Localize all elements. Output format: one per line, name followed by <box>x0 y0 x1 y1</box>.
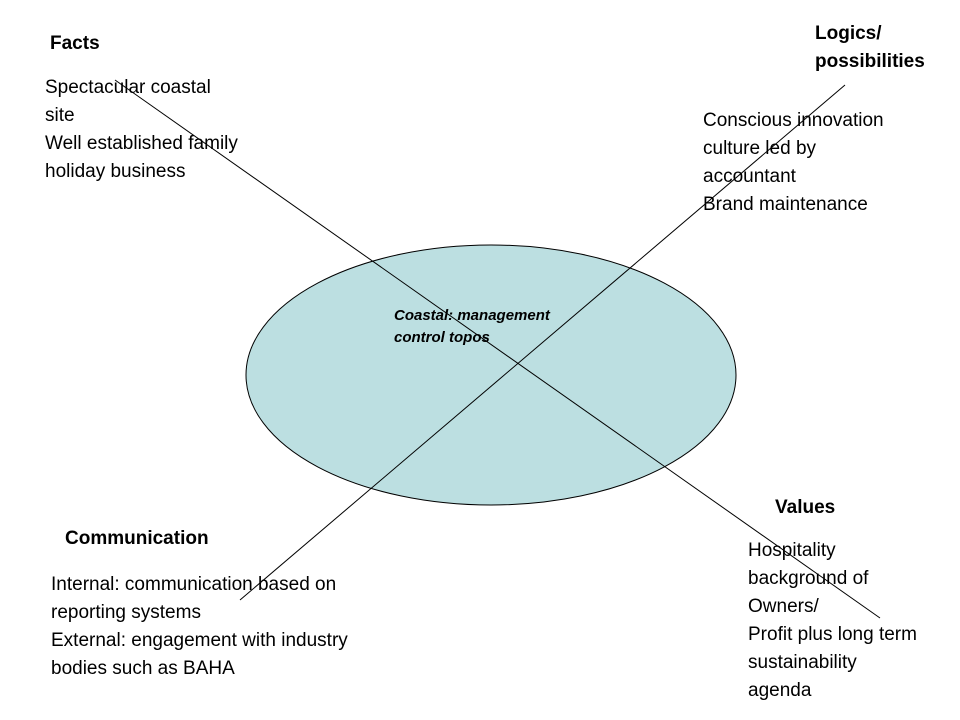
communication-text: Internal: communication based on reporti… <box>51 571 348 683</box>
central-ellipse <box>245 244 737 506</box>
communication-line: External: engagement with industry <box>51 630 348 651</box>
logics-line: Brand maintenance <box>703 194 868 215</box>
diagonal-line-logics-communication <box>239 84 846 601</box>
center-label-line: control topos <box>394 329 490 346</box>
diagonal-line-facts-values <box>114 79 881 619</box>
communication-line: bodies such as BAHA <box>51 658 235 679</box>
logics-heading-line: possibilities <box>815 51 925 72</box>
logics-heading: Logics/ possibilities <box>815 20 925 76</box>
values-line: background of <box>748 568 869 589</box>
facts-line: Spectacular coastal <box>45 77 211 98</box>
facts-text: Spectacular coastal site Well establishe… <box>45 74 238 186</box>
logics-text: Conscious innovation culture led by acco… <box>703 107 884 219</box>
facts-heading: Facts <box>50 33 100 54</box>
values-text: Hospitality background of Owners/ Profit… <box>748 537 917 705</box>
center-label-line: Coastal: management <box>394 307 550 324</box>
logics-line: Conscious innovation <box>703 110 884 131</box>
values-line: sustainability <box>748 652 857 673</box>
center-label: Coastal: management control topos <box>394 305 550 349</box>
communication-heading: Communication <box>65 528 209 549</box>
values-line: Owners/ <box>748 596 819 617</box>
communication-line: Internal: communication based on <box>51 574 337 595</box>
values-line: agenda <box>748 680 812 701</box>
values-line: Hospitality <box>748 540 836 561</box>
values-line: Profit plus long term <box>748 624 917 645</box>
facts-line: Well established family <box>45 133 238 154</box>
logics-heading-line: Logics/ <box>815 23 882 44</box>
values-heading: Values <box>775 497 836 518</box>
facts-line: holiday business <box>45 161 186 182</box>
communication-line: reporting systems <box>51 602 201 623</box>
facts-line: site <box>45 105 75 126</box>
logics-line: culture led by <box>703 138 817 159</box>
logics-line: accountant <box>703 166 796 187</box>
